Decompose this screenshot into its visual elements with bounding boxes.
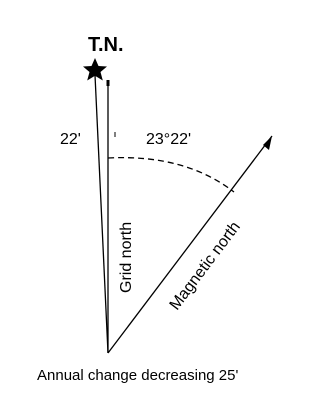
magnetic-north-line (107, 135, 273, 354)
grid-north-label: Grid north (118, 222, 135, 293)
angle-arc (107, 156, 235, 193)
true-north-line (94, 74, 109, 354)
half-arrowhead-icon (263, 136, 272, 150)
star-icon (83, 58, 107, 81)
grid-magnetic-angle-label: 23°22' (146, 131, 191, 148)
true-grid-angle-label: 22' (60, 131, 81, 148)
annual-change-caption: Annual change decreasing 25' (37, 367, 238, 384)
true-north-label: T.N. (88, 34, 124, 56)
magnetic-north-label: Magnetic north (167, 219, 244, 314)
